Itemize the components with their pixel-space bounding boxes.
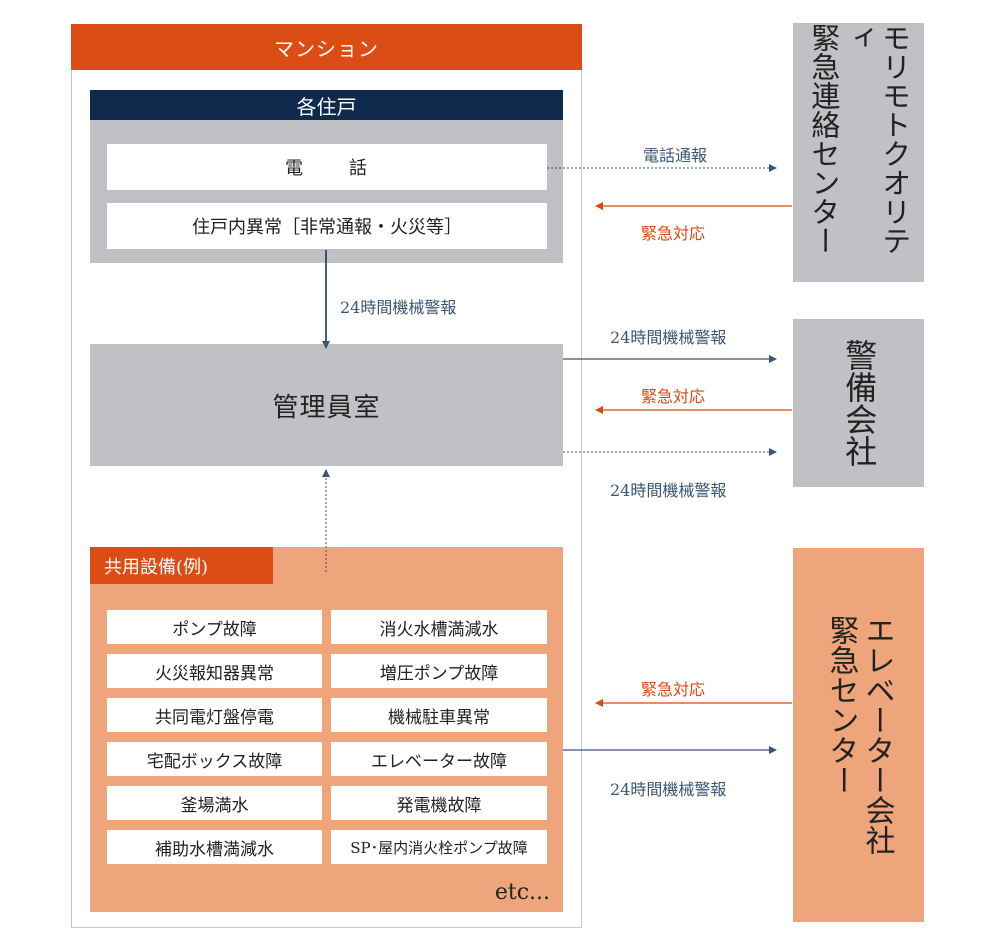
facility-item: 機械駐車異常 — [331, 698, 547, 732]
security-text: 警備会社 — [838, 339, 880, 467]
security-company: 警備会社 — [793, 319, 924, 487]
elevator-line-1: エレベーター会社 — [859, 615, 895, 855]
facility-item: 増圧ポンプ故障 — [331, 654, 547, 688]
phone-char-2: 話 — [349, 158, 369, 179]
facility-item: 宅配ボックス故障 — [107, 742, 322, 776]
phone-char-1: 電 — [285, 158, 305, 179]
label-alarm-24h: 24時間機械警報 — [340, 298, 457, 317]
label-emergency-response: 緊急対応 — [641, 680, 706, 699]
elevator-line-2: 緊急センター — [823, 615, 859, 795]
facility-item: 共同電灯盤停電 — [107, 698, 322, 732]
facility-item: 補助水槽満減水 — [107, 830, 322, 864]
unit-alarm-row: 住戸内異常［非常通報・火災等］ — [107, 203, 547, 249]
facility-item: 火災報知器異常 — [107, 654, 322, 688]
label-alarm-24h: 24時間機械警報 — [610, 481, 727, 500]
management-office: 管理員室 — [90, 344, 563, 466]
units-title: 各住戸 — [90, 90, 563, 120]
label-alarm-24h: 24時間機械警報 — [610, 328, 727, 347]
moritomo-line-1: モリモトクオリティ — [842, 23, 912, 255]
moritomo-emergency-center: モリモトクオリティ 緊急連絡センター — [793, 23, 924, 282]
label-phone-call: 電話通報 — [643, 146, 708, 165]
elevator-emergency-center: エレベーター会社 緊急センター — [793, 548, 924, 922]
moritomo-text: モリモトクオリティ 緊急連絡センター — [805, 23, 912, 282]
facility-item: エレベーター故障 — [331, 742, 547, 776]
facility-title: 共用設備(例) — [90, 547, 273, 584]
security-label: 警備会社 — [840, 339, 879, 467]
facility-item: 発電機故障 — [331, 786, 547, 820]
moritomo-line-2: 緊急連絡センター — [806, 23, 841, 255]
facility-item: 釜場満水 — [107, 786, 322, 820]
etc-label: etc... — [494, 879, 550, 905]
facility-item: SP･屋内消火栓ポンプ故障 — [331, 830, 547, 864]
facility-item: ポンプ故障 — [107, 610, 322, 644]
label-emergency-response: 緊急対応 — [641, 387, 706, 406]
label-alarm-24h: 24時間機械警報 — [610, 780, 727, 799]
label-emergency-response: 緊急対応 — [641, 224, 706, 243]
phone-row: 電 話 — [107, 144, 547, 190]
elevator-text: エレベーター会社 緊急センター — [823, 615, 895, 855]
mansion-title: マンション — [71, 24, 582, 70]
facility-item: 消火水槽満減水 — [331, 610, 547, 644]
